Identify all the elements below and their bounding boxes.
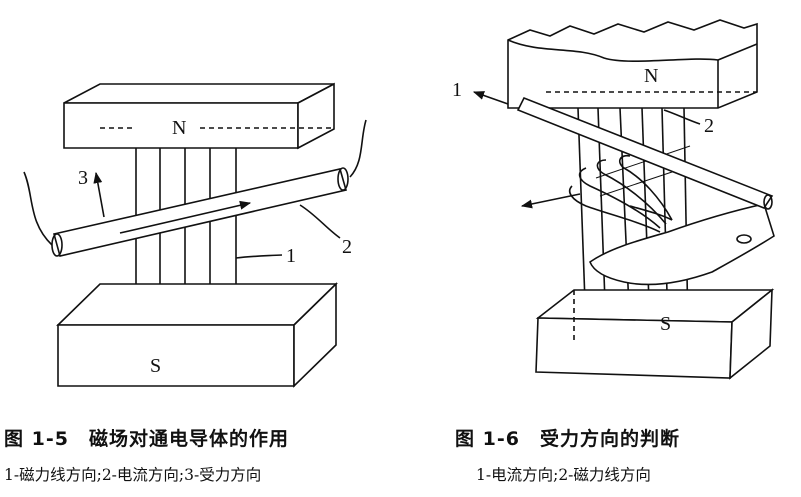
force-arrow-3	[93, 171, 105, 218]
conductor-rod-right	[516, 96, 774, 210]
caption-figure-1-6: 图 1-6 受力方向的判断	[455, 428, 680, 450]
pole-label-s-right: S	[660, 313, 671, 335]
conductor-rod-left	[23, 119, 367, 257]
s-magnet-right	[535, 288, 775, 380]
hand-illustration	[568, 145, 775, 286]
label-2-left: 2	[342, 236, 352, 258]
label-1-right: 1	[452, 79, 462, 101]
legend-figure-1-6: 1-电流方向;2-磁力线方向	[476, 466, 651, 484]
label-3-left: 3	[78, 167, 88, 189]
figure-1-6	[472, 19, 775, 380]
magnet-diagram-figure: N S 1 2 3	[23, 19, 775, 388]
s-magnet-left	[56, 282, 338, 388]
pole-label-n-right: N	[644, 65, 658, 87]
pole-label-n-left: N	[172, 117, 186, 139]
leader-line-2	[299, 204, 341, 239]
n-magnet-right	[507, 19, 758, 109]
n-magnet-left	[63, 82, 335, 150]
leader-line-2-right	[663, 109, 701, 125]
force-arrow-right	[520, 193, 581, 209]
caption-figure-1-5: 图 1-5 磁场对通电导体的作用	[4, 428, 289, 450]
label-2-right: 2	[704, 115, 714, 137]
leader-line-1	[235, 254, 283, 259]
label-1-left: 1	[286, 245, 296, 267]
legend-figure-1-5: 1-磁力线方向;2-电流方向;3-受力方向	[4, 466, 262, 484]
figure-1-5	[23, 82, 367, 388]
pole-label-s-left: S	[150, 355, 161, 377]
current-arrow-1	[472, 91, 509, 105]
